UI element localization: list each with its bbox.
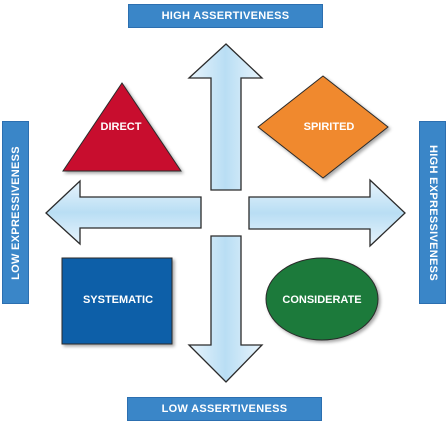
left-arrow bbox=[45, 179, 202, 246]
systematic-label: SYSTEMATIC bbox=[82, 294, 154, 306]
low-assertiveness-label: LOW ASSERTIVENESS bbox=[127, 397, 322, 421]
high-expressiveness-label: HIGH EXPRESSIVENESS bbox=[419, 121, 446, 304]
right-arrow bbox=[248, 178, 406, 248]
spirited-label: SPIRITED bbox=[303, 121, 355, 133]
high-assertiveness-text: HIGH ASSERTIVENESS bbox=[161, 10, 290, 22]
systematic-square bbox=[61, 257, 173, 345]
low-expressiveness-text: LOW EXPRESSIVENESS bbox=[9, 145, 22, 280]
low-assertiveness-text: LOW ASSERTIVENESS bbox=[161, 403, 288, 415]
direct-triangle bbox=[62, 82, 182, 172]
high-assertiveness-label: HIGH ASSERTIVENESS bbox=[128, 4, 323, 28]
up-arrow bbox=[187, 43, 264, 191]
spirited-diamond bbox=[257, 75, 389, 179]
direct-label: DIRECT bbox=[100, 121, 142, 133]
low-expressiveness-label: LOW EXPRESSIVENESS bbox=[2, 121, 29, 304]
down-arrow bbox=[187, 235, 264, 383]
high-expressiveness-text: HIGH EXPRESSIVENESS bbox=[426, 144, 439, 281]
considerate-ellipse bbox=[265, 257, 379, 341]
considerate-label: CONSIDERATE bbox=[282, 294, 362, 306]
